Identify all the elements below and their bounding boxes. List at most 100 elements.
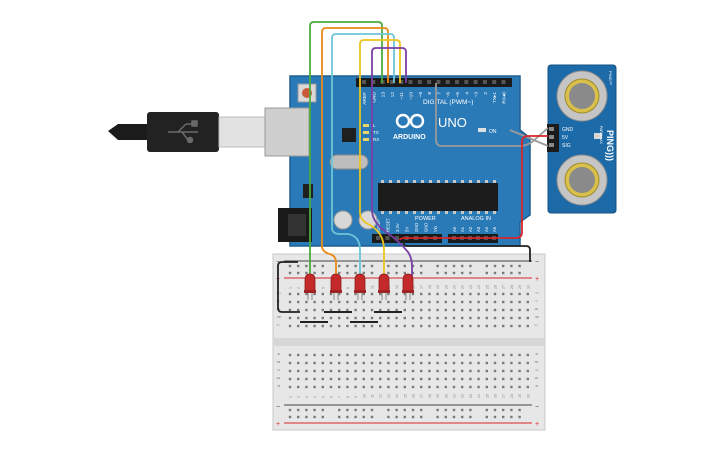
- breadboard-hole[interactable]: [387, 300, 390, 304]
- breadboard-hole[interactable]: [485, 300, 488, 304]
- rail-hole[interactable]: [485, 415, 488, 419]
- breadboard-hole[interactable]: [379, 353, 382, 357]
- breadboard-hole[interactable]: [452, 385, 456, 389]
- breadboard-hole[interactable]: [387, 369, 390, 373]
- breadboard-hole[interactable]: [436, 377, 439, 381]
- rail-hole[interactable]: [493, 415, 497, 419]
- breadboard-hole[interactable]: [518, 316, 521, 320]
- breadboard-hole[interactable]: [493, 361, 497, 365]
- rail-hole[interactable]: [469, 415, 472, 419]
- breadboard-hole[interactable]: [338, 369, 341, 373]
- breadboard-hole[interactable]: [354, 377, 357, 381]
- breadboard-hole[interactable]: [510, 324, 513, 328]
- breadboard-hole[interactable]: [313, 324, 316, 328]
- rail-hole[interactable]: [305, 415, 308, 419]
- breadboard-hole[interactable]: [338, 385, 341, 389]
- breadboard-hole[interactable]: [288, 361, 292, 365]
- breadboard-hole[interactable]: [428, 308, 431, 312]
- breadboard-hole[interactable]: [403, 353, 406, 357]
- breadboard-hole[interactable]: [379, 385, 382, 389]
- breadboard-hole[interactable]: [526, 361, 529, 365]
- breadboard-hole[interactable]: [518, 300, 521, 304]
- red-led-2[interactable]: [330, 273, 342, 300]
- breadboard-hole[interactable]: [305, 385, 308, 389]
- rail-hole[interactable]: [354, 271, 357, 275]
- breadboard-hole[interactable]: [329, 300, 333, 304]
- breadboard-hole[interactable]: [403, 292, 406, 296]
- breadboard-hole[interactable]: [354, 300, 357, 304]
- rail-hole[interactable]: [518, 271, 521, 275]
- breadboard-hole[interactable]: [444, 369, 447, 373]
- breadboard-hole[interactable]: [346, 377, 349, 381]
- breadboard-hole[interactable]: [526, 316, 529, 320]
- breadboard-hole[interactable]: [370, 300, 374, 304]
- breadboard-hole[interactable]: [469, 316, 472, 320]
- breadboard-hole[interactable]: [493, 308, 497, 312]
- breadboard-hole[interactable]: [518, 292, 521, 296]
- breadboard-hole[interactable]: [313, 353, 316, 357]
- breadboard-hole[interactable]: [510, 377, 513, 381]
- rail-hole[interactable]: [436, 271, 439, 275]
- led-group[interactable]: [304, 273, 414, 300]
- breadboard-hole[interactable]: [305, 308, 308, 312]
- breadboard-holes[interactable]: [288, 264, 529, 419]
- breadboard-hole[interactable]: [485, 316, 488, 320]
- wire-cyan[interactable]: [331, 33, 395, 286]
- rail-hole[interactable]: [436, 408, 439, 412]
- breadboard-hole[interactable]: [461, 324, 464, 328]
- breadboard-hole[interactable]: [370, 308, 374, 312]
- digital-pin-hole[interactable]: [399, 80, 404, 84]
- breadboard-hole[interactable]: [313, 316, 316, 320]
- breadboard-hole[interactable]: [305, 292, 308, 296]
- breadboard-hole[interactable]: [420, 324, 423, 328]
- rail-hole[interactable]: [485, 408, 488, 412]
- breadboard-hole[interactable]: [403, 300, 406, 304]
- breadboard-hole[interactable]: [329, 353, 333, 357]
- rail-hole[interactable]: [395, 271, 398, 275]
- breadboard-hole[interactable]: [305, 324, 308, 328]
- rail-hole[interactable]: [452, 415, 456, 419]
- breadboard-hole[interactable]: [354, 369, 357, 373]
- rail-hole[interactable]: [411, 264, 415, 268]
- breadboard-hole[interactable]: [444, 361, 447, 365]
- breadboard-hole[interactable]: [329, 324, 333, 328]
- breadboard-hole[interactable]: [452, 361, 456, 365]
- breadboard-hole[interactable]: [493, 316, 497, 320]
- rail-hole[interactable]: [411, 415, 415, 419]
- breadboard-hole[interactable]: [411, 324, 415, 328]
- breadboard-hole[interactable]: [403, 324, 406, 328]
- sensor-pin[interactable]: [549, 127, 554, 131]
- breadboard-hole[interactable]: [305, 316, 308, 320]
- wire-purple[interactable]: [371, 47, 413, 286]
- breadboard-hole[interactable]: [477, 361, 480, 365]
- rail-hole[interactable]: [346, 264, 349, 268]
- breadboard-hole[interactable]: [403, 369, 406, 373]
- breadboard-hole[interactable]: [461, 292, 464, 296]
- breadboard-hole[interactable]: [379, 361, 382, 365]
- breadboard-hole[interactable]: [493, 353, 497, 357]
- breadboard-hole[interactable]: [387, 324, 390, 328]
- breadboard-hole[interactable]: [518, 324, 521, 328]
- rail-hole[interactable]: [297, 415, 300, 419]
- rail-hole[interactable]: [305, 271, 308, 275]
- rail-hole[interactable]: [436, 264, 439, 268]
- breadboard-hole[interactable]: [493, 377, 497, 381]
- breadboard-hole[interactable]: [428, 385, 431, 389]
- breadboard-hole[interactable]: [321, 385, 324, 389]
- breadboard-hole[interactable]: [379, 316, 382, 320]
- rail-hole[interactable]: [420, 408, 423, 412]
- wire-black-left[interactable]: [277, 261, 300, 313]
- breadboard-hole[interactable]: [370, 361, 374, 365]
- breadboard-hole[interactable]: [493, 385, 497, 389]
- rail-hole[interactable]: [411, 271, 415, 275]
- breadboard-hole[interactable]: [362, 385, 365, 389]
- breadboard-hole[interactable]: [469, 377, 472, 381]
- digital-pin-hole[interactable]: [482, 80, 487, 84]
- breadboard-hole[interactable]: [526, 385, 529, 389]
- rail-hole[interactable]: [288, 264, 292, 268]
- breadboard-hole[interactable]: [502, 316, 505, 320]
- red-led-3[interactable]: [354, 273, 366, 300]
- breadboard-hole[interactable]: [370, 385, 374, 389]
- breadboard-hole[interactable]: [370, 377, 374, 381]
- breadboard-hole[interactable]: [395, 361, 398, 365]
